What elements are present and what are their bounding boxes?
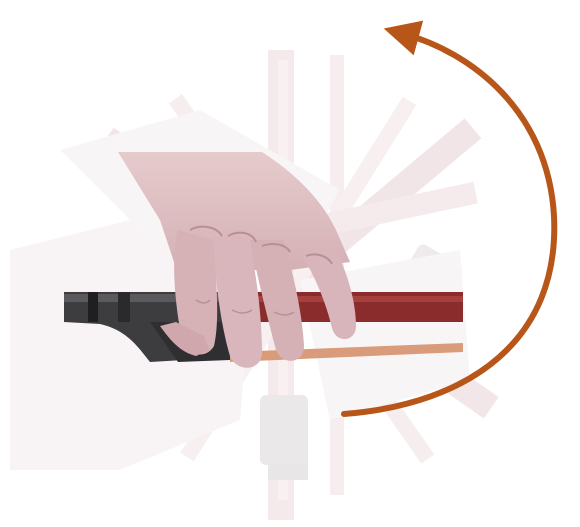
finger-index xyxy=(174,230,218,355)
thumb xyxy=(160,322,210,356)
rotation-arrow-icon xyxy=(341,20,558,417)
finger-middle xyxy=(214,236,262,368)
finger-ring xyxy=(250,240,304,361)
finger-pinky xyxy=(300,250,356,340)
hand xyxy=(118,152,356,368)
